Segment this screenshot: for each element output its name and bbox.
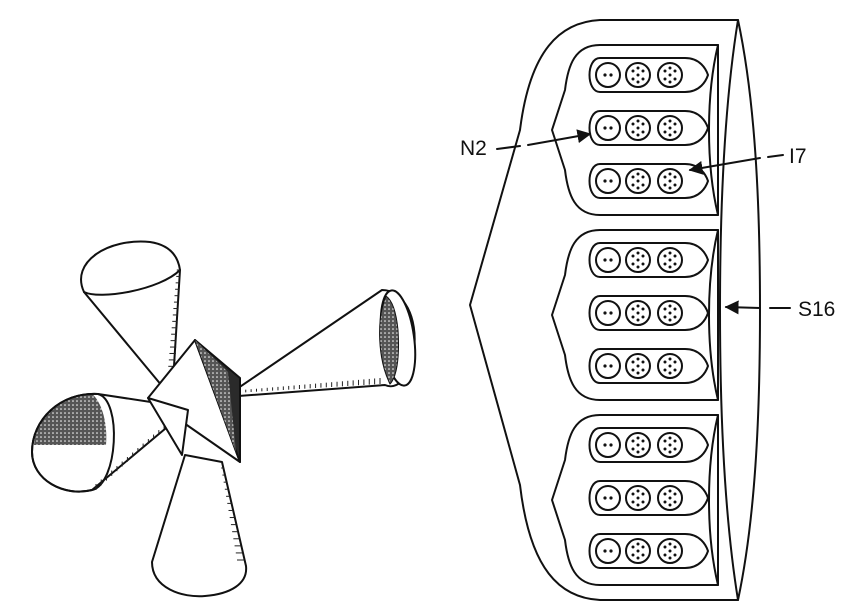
group-outline bbox=[551, 229, 719, 401]
fiber-circle bbox=[657, 300, 683, 326]
unit-outline bbox=[588, 295, 709, 331]
fiber-circle bbox=[595, 247, 621, 273]
cross-section-diagram bbox=[469, 19, 761, 601]
fiber-circle bbox=[625, 247, 651, 273]
fiber-group bbox=[551, 44, 719, 216]
fiber-circle bbox=[657, 538, 683, 564]
fiber-circle bbox=[625, 538, 651, 564]
fiber-circle bbox=[625, 353, 651, 379]
fiber-circle bbox=[595, 300, 621, 326]
label-i7: I7 bbox=[789, 145, 807, 168]
fiber-circle bbox=[657, 353, 683, 379]
fiber-circle bbox=[625, 300, 651, 326]
fiber-circle bbox=[595, 485, 621, 511]
label-s16-group: S16 bbox=[724, 298, 835, 321]
unit-outline bbox=[588, 348, 709, 384]
fiber-unit bbox=[588, 295, 709, 331]
central-tetrahedron bbox=[147, 339, 241, 463]
fiber-circle bbox=[595, 115, 621, 141]
fiber-circle bbox=[625, 115, 651, 141]
unit-outline bbox=[588, 57, 709, 93]
fiber-circle bbox=[625, 62, 651, 88]
group-outline bbox=[551, 44, 719, 216]
cone-right bbox=[224, 289, 417, 398]
label-n2: N2 bbox=[460, 137, 487, 160]
fiber-unit bbox=[588, 533, 709, 569]
fiber-circle bbox=[625, 432, 651, 458]
fiber-group bbox=[551, 229, 719, 401]
fiber-circle bbox=[595, 168, 621, 194]
fiber-circle bbox=[625, 485, 651, 511]
fiber-circle bbox=[595, 432, 621, 458]
unit-outline bbox=[588, 242, 709, 278]
unit-outline bbox=[588, 480, 709, 516]
fiber-circle bbox=[657, 115, 683, 141]
fiber-circle bbox=[657, 247, 683, 273]
tetrahedral-cone-model bbox=[31, 240, 417, 598]
fiber-circle bbox=[595, 353, 621, 379]
label-n2-group: N2 bbox=[460, 129, 592, 160]
fiber-unit bbox=[588, 242, 709, 278]
fiber-unit bbox=[588, 110, 709, 146]
fiber-circle bbox=[657, 168, 683, 194]
label-s16: S16 bbox=[798, 298, 835, 321]
fiber-circle bbox=[625, 168, 651, 194]
cone-upper-left bbox=[80, 240, 181, 399]
fiber-circle bbox=[657, 432, 683, 458]
fiber-circle bbox=[595, 538, 621, 564]
fiber-group bbox=[551, 414, 719, 586]
group-outline bbox=[551, 414, 719, 586]
fiber-unit bbox=[588, 427, 709, 463]
unit-outline bbox=[588, 533, 709, 569]
fiber-unit bbox=[588, 348, 709, 384]
fiber-unit bbox=[588, 57, 709, 93]
cone-left bbox=[31, 392, 191, 493]
fiber-unit bbox=[588, 480, 709, 516]
label-i7-group: I7 bbox=[688, 145, 807, 175]
fiber-circle bbox=[595, 62, 621, 88]
outer-rim bbox=[719, 19, 761, 601]
unit-outline bbox=[588, 427, 709, 463]
outer-shell bbox=[469, 19, 739, 601]
cone-bottom bbox=[151, 454, 248, 598]
fiber-circle bbox=[657, 62, 683, 88]
fiber-circle bbox=[657, 485, 683, 511]
